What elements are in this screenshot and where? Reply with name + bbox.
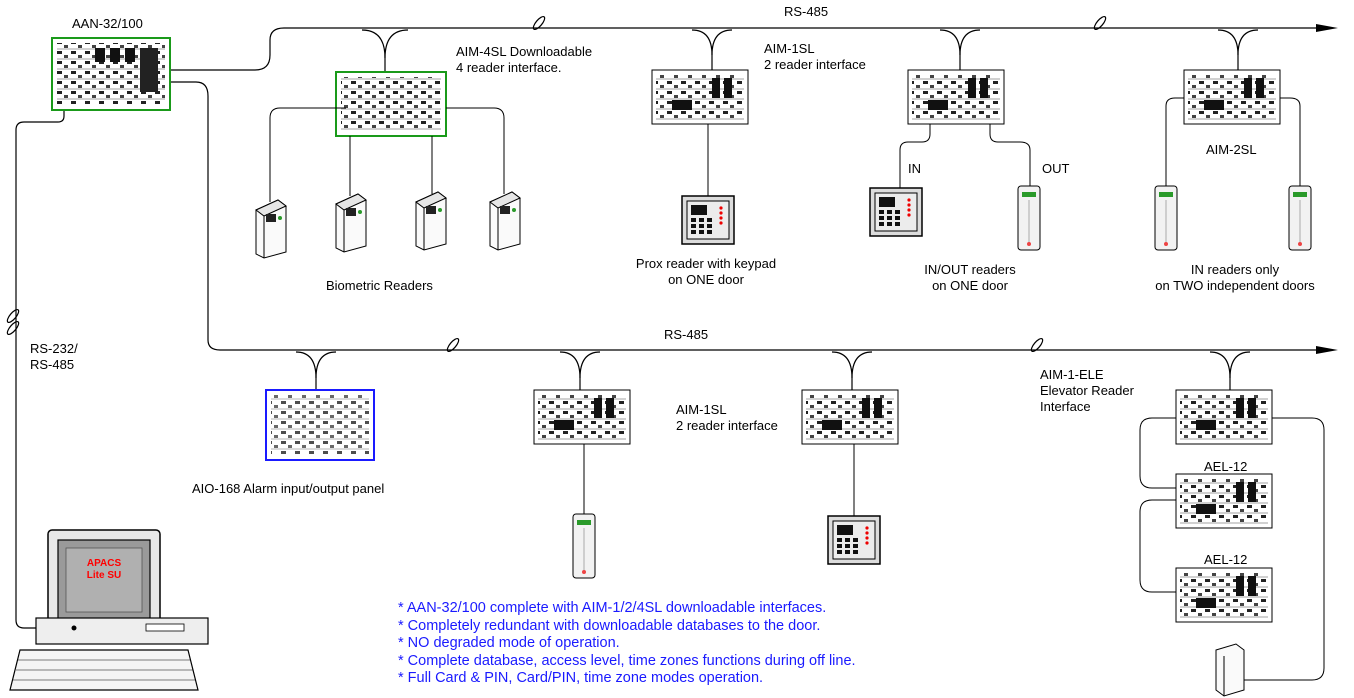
- elevator-wiring: [1139, 417, 1325, 681]
- aim1-ele-board: [1175, 389, 1273, 445]
- aan-controller-board: [51, 37, 171, 111]
- aim1sl-bottom-board-2: [801, 389, 899, 445]
- aim4sl-label: AIM-4SL Downloadable 4 reader interface.: [456, 44, 593, 75]
- aim1sl-top-board: [651, 69, 749, 125]
- aim2sl-caption: IN readers only on TWO independent doors: [1155, 262, 1315, 293]
- note-4: * Complete database, access level, time …: [398, 652, 856, 669]
- computer-workstation: [9, 529, 209, 691]
- rs485-bottom-bus: [170, 81, 1338, 390]
- ael12-board-2: [1175, 567, 1273, 623]
- aim1sl-bottom-label: AIM-1SL 2 reader interface: [676, 402, 778, 433]
- elevator-reader: [1215, 643, 1245, 697]
- biometric-reader-2: [335, 193, 367, 253]
- prox-keypad-caption: Prox reader with keypad on ONE door: [635, 256, 777, 287]
- note-5: * Full Card & PIN, Card/PIN, time zone m…: [398, 670, 764, 687]
- out-slim-reader: [1017, 185, 1041, 251]
- ael12-label-2: AEL-12: [1204, 552, 1248, 567]
- in-keypad-reader: [869, 187, 923, 237]
- aim1sl-bottom-board-1: [533, 389, 631, 445]
- biometric-caption: Biometric Readers: [326, 278, 433, 293]
- bottom-slim-reader: [572, 513, 596, 579]
- aim2sl-board: [1183, 69, 1281, 125]
- out-label: OUT: [1042, 161, 1070, 176]
- ael12-label-1: AEL-12: [1204, 459, 1248, 474]
- biometric-reader-1: [255, 199, 287, 259]
- host-link-label: RS-232/ RS-485: [30, 341, 78, 372]
- prox-keypad-reader: [681, 195, 735, 245]
- note-2: * Completely redundant with downloadable…: [398, 617, 821, 634]
- rs485-top-bus: [170, 15, 1338, 72]
- biometric-reader-3: [415, 191, 447, 251]
- biometric-reader-4: [489, 191, 521, 251]
- aio168-panel: [265, 389, 375, 461]
- biometric-wiring: [269, 107, 505, 202]
- rs485-top-label: RS-485: [784, 4, 829, 19]
- aim4sl-board: [335, 71, 447, 137]
- computer-screen-text: APACS Lite SU: [86, 558, 122, 581]
- in-out-caption: IN/OUT readers on ONE door: [924, 262, 1016, 293]
- aim1sl-top-label: AIM-1SL 2 reader interface: [764, 41, 866, 72]
- in-label: IN: [908, 161, 921, 176]
- rs485-bottom-label: RS-485: [664, 327, 709, 342]
- elevator-label: AIM-1-ELE Elevator Reader Interface: [1040, 367, 1134, 414]
- aim2sl-label: AIM-2SL: [1206, 142, 1257, 157]
- rs232-host-link: [6, 110, 65, 629]
- in-slim-reader-2: [1288, 185, 1312, 251]
- aio168-caption: AIO-168 Alarm input/output panel: [192, 481, 385, 496]
- note-3: * NO degraded mode of operation.: [398, 635, 620, 652]
- controller-label: AAN-32/100: [72, 16, 143, 31]
- note-1: * AAN-32/100 complete with AIM-1/2/4SL d…: [398, 600, 827, 616]
- feature-notes: * AAN-32/100 complete with AIM-1/2/4SL d…: [398, 600, 1058, 688]
- bottom-keypad-reader: [827, 515, 881, 565]
- aim1sl-inout-board: [907, 69, 1005, 125]
- in-slim-reader-1: [1154, 185, 1178, 251]
- ael12-board-1: [1175, 473, 1273, 529]
